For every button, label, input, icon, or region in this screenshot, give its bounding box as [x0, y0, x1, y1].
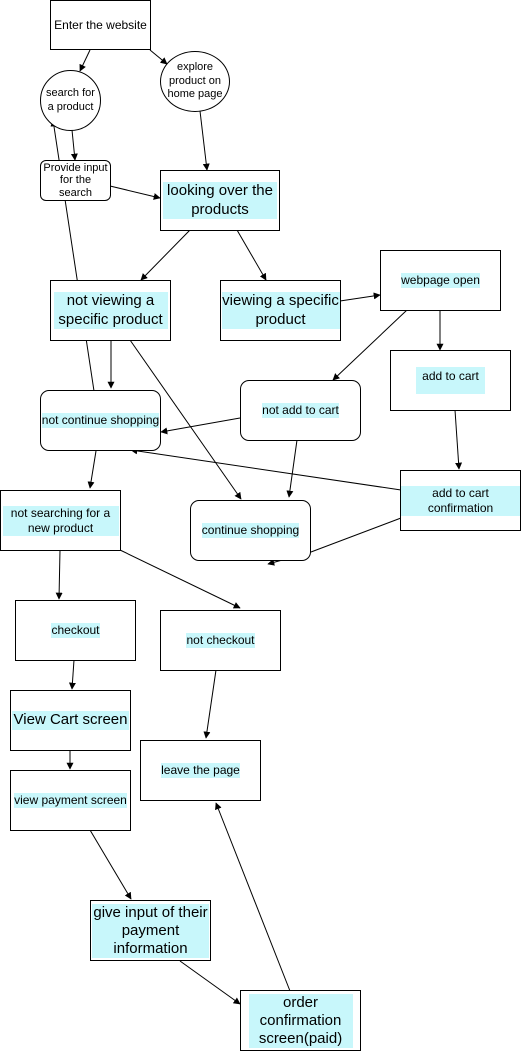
node-label: looking over the products	[163, 181, 277, 220]
node-give-input: give input of their payment information	[90, 900, 211, 961]
node-add-to-cart: add to cart	[390, 350, 511, 411]
node-enter-website: Enter the website	[50, 0, 151, 50]
node-looking-over: looking over the products	[160, 170, 280, 231]
arrow-notcontinue-to-notsearching	[87, 450, 97, 489]
arrow-notsearching-to-notcheckout	[119, 549, 241, 609]
node-checkout: checkout	[15, 600, 136, 661]
node-label: not searching for a new product	[2, 505, 119, 536]
node-label: checkout	[51, 623, 100, 638]
node-label: not continue shopping	[41, 413, 160, 428]
node-label: continue shopping	[201, 523, 300, 538]
arrow-checkout-to-viewcart	[68, 659, 76, 690]
arrow-confirm-to-notcontinue	[130, 447, 402, 491]
node-view-payment: view payment screen	[10, 770, 131, 831]
arrow-order-to-leave	[215, 802, 291, 992]
arrow-viewing-to-webpage	[339, 292, 381, 302]
node-label: explore product on home page	[167, 60, 223, 101]
node-not-add-to-cart: not add to cart	[240, 380, 361, 441]
node-label: give input of their payment information	[92, 903, 209, 958]
arrow-notcheckout-to-leave	[203, 669, 217, 739]
arrow-looking-to-viewing	[236, 229, 267, 281]
arrow-enter-to-explore	[149, 49, 168, 65]
node-label: add to cart confirmation	[401, 485, 520, 516]
node-label: add to cart	[416, 367, 485, 394]
node-label: View Cart screen	[12, 711, 129, 730]
node-leave-page: leave the page	[140, 740, 261, 801]
node-label: search for a product	[46, 86, 95, 113]
arrow-notviewing-to-continue	[129, 339, 242, 500]
node-provide-input: Provide input for the search	[40, 160, 111, 201]
node-viewing: viewing a specific product	[220, 280, 341, 341]
node-label: not viewing a specific product	[53, 291, 168, 330]
arrow-enter-to-search	[79, 49, 91, 72]
node-not-searching: not searching for a new product	[0, 490, 121, 551]
node-label: not add to cart	[262, 403, 339, 418]
node-label: Enter the website	[54, 17, 147, 32]
node-label: view payment screen	[14, 793, 127, 808]
arrow-search-to-input	[70, 129, 78, 161]
node-search-product: search for a product	[40, 70, 101, 131]
node-label: Provide input for the search	[43, 161, 108, 199]
node-explore-product: explore product on home page	[160, 51, 230, 112]
node-add-to-cart-confirmation: add to cart confirmation	[400, 470, 521, 531]
arrow-notadd-to-notcontinue	[160, 417, 241, 435]
arrow-input-to-looking	[109, 185, 161, 200]
node-order-confirmation: order confirmation screen(paid)	[240, 990, 361, 1051]
node-not-continue-shopping: not continue shopping	[40, 390, 161, 451]
node-label: webpage open	[401, 273, 480, 288]
node-not-checkout: not checkout	[160, 610, 281, 671]
arrow-notsearching-to-checkout	[55, 549, 63, 600]
node-not-viewing: not viewing a specific product	[50, 280, 171, 341]
arrow-looking-to-notviewing	[140, 229, 191, 281]
arrow-addcart-to-confirm	[454, 409, 463, 470]
node-label: leave the page	[161, 763, 240, 778]
node-webpage-open: webpage open	[380, 250, 501, 311]
arrow-payment-to-giveinput	[89, 829, 132, 900]
node-view-cart: View Cart screen	[10, 690, 131, 751]
node-label: not checkout	[186, 633, 255, 648]
arrow-webpage-to-notadd	[332, 309, 408, 381]
node-continue-shopping: continue shopping	[190, 500, 311, 561]
node-label: viewing a specific product	[221, 291, 340, 330]
arrow-explore-to-looking	[199, 110, 210, 171]
arrow-giveinput-to-order	[179, 960, 241, 1005]
node-label: order confirmation screen(paid)	[248, 993, 353, 1048]
arrow-notadd-to-continue	[286, 439, 298, 498]
